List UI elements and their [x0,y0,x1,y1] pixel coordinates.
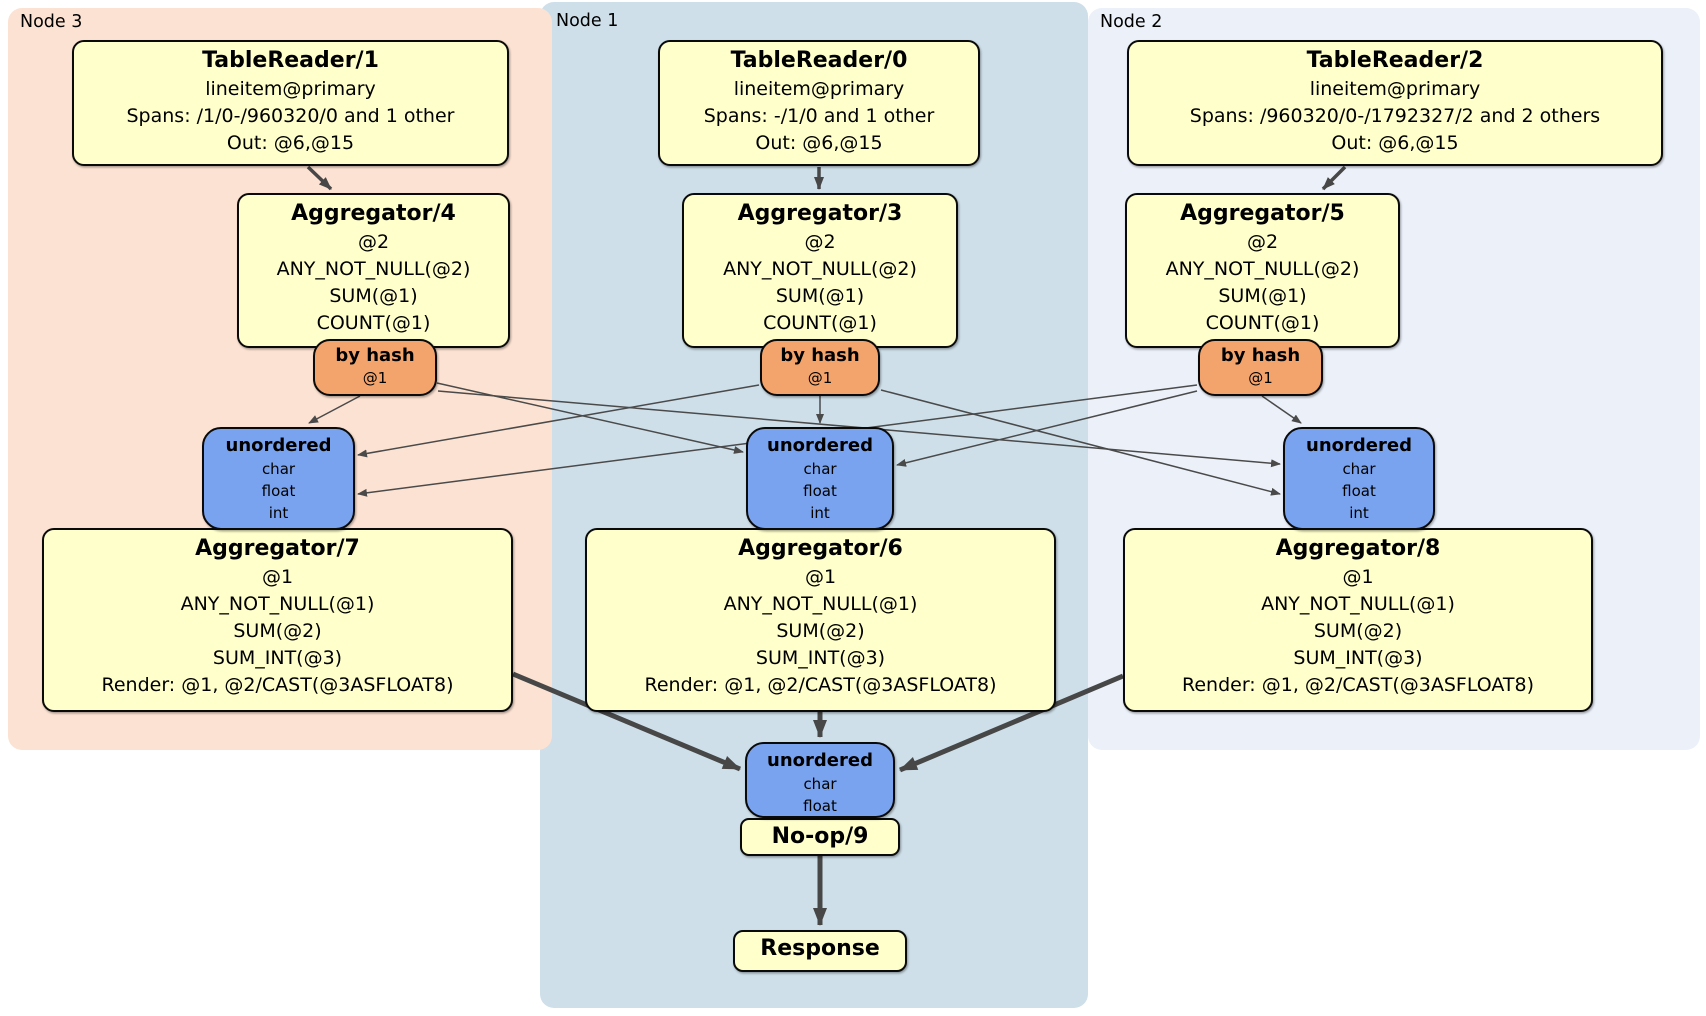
node-line: Render: @1, @2/CAST(@3ASFLOAT8) [101,674,454,696]
aggregator-5-node: Aggregator/5 @2 ANY_NOT_NULL(@2) SUM(@1)… [1125,193,1400,348]
node-title: Response [760,936,880,961]
node-line: Out: @6,@15 [755,132,883,154]
sync-line: int [268,504,289,522]
node-line: @1 [804,566,837,588]
node-title: TableReader/0 [730,48,908,73]
node-line: SUM_INT(@3) [1293,647,1423,669]
sync-line: int [1349,504,1369,522]
tablereader-0-node: TableReader/0 lineitem@primary Spans: -/… [658,40,980,166]
node1-label: Node 1 [556,11,619,31]
node-line: Spans: /960320/0-/1792327/2 and 2 others [1189,105,1601,127]
sync-line: float [803,482,837,500]
node-line: SUM(@1) [775,285,865,307]
response-node: Response [733,930,907,972]
node-line: COUNT(@1) [763,312,877,334]
node-line: SUM(@1) [329,285,418,307]
node-line: Render: @1, @2/CAST(@3ASFLOAT8) [644,674,997,696]
node-line: Spans: -/1/0 and 1 other [703,105,935,127]
sync-line: int [810,504,830,522]
sync-title: unordered [767,750,873,771]
node-title: TableReader/2 [1306,48,1484,73]
node-line: SUM(@2) [233,620,322,642]
node-line: lineitem@primary [205,78,376,100]
node-line: ANY_NOT_NULL(@1) [723,593,918,615]
sync-title: unordered [767,435,873,456]
node-title: Aggregator/8 [1275,536,1441,561]
router-title: by hash [335,345,415,366]
node-line: SUM_INT(@3) [755,647,886,669]
node-line: SUM(@1) [1218,285,1307,307]
hash-router-right: by hash @1 [1198,339,1323,396]
node-line: COUNT(@1) [316,312,431,334]
node-line: @1 [1342,566,1374,588]
unordered-sync-final: unordered char float [745,742,895,818]
node-title: No-op/9 [771,824,869,849]
noop-9-node: No-op/9 [740,818,900,856]
node-line: Render: @1, @2/CAST(@3ASFLOAT8) [1182,674,1534,696]
router-line: @1 [362,369,388,387]
router-line: @1 [807,369,833,387]
node-title: Aggregator/6 [738,536,903,561]
unordered-sync-right: unordered char float int [1283,427,1435,530]
node-title: Aggregator/3 [737,201,903,226]
node-line: SUM(@2) [776,620,865,642]
router-title: by hash [780,345,860,366]
node-line: Out: @6,@15 [226,132,355,154]
router-title: by hash [1220,345,1301,366]
node-line: lineitem@primary [733,78,905,100]
node-line: SUM_INT(@3) [212,647,343,669]
aggregator-3-node: Aggregator/3 @2 ANY_NOT_NULL(@2) SUM(@1)… [682,193,958,348]
hash-router-left: by hash @1 [313,339,437,396]
aggregator-8-node: Aggregator/8 @1 ANY_NOT_NULL(@1) SUM(@2)… [1123,528,1593,712]
sync-line: float [1342,482,1376,500]
sync-line: char [803,460,837,478]
node-title: Aggregator/7 [195,536,360,561]
node2-label: Node 2 [1100,12,1163,32]
node-line: @1 [261,566,294,588]
sync-line: char [261,460,296,478]
node-title: TableReader/1 [202,48,379,73]
aggregator-6-node: Aggregator/6 @1 ANY_NOT_NULL(@1) SUM(@2)… [585,528,1056,712]
sync-line: float [803,797,837,815]
node-title: Aggregator/4 [291,201,456,226]
aggregator-4-node: Aggregator/4 @2 ANY_NOT_NULL(@2) SUM(@1)… [237,193,510,348]
tablereader-to-aggregator-edges [306,165,1347,191]
node-line: ANY_NOT_NULL(@2) [276,258,471,280]
node-line: ANY_NOT_NULL(@2) [723,258,917,280]
node-line: ANY_NOT_NULL(@1) [1261,593,1455,615]
unordered-sync-middle: unordered char float int [746,427,894,530]
sync-line: char [1342,460,1376,478]
node-line: ANY_NOT_NULL(@2) [1165,258,1360,280]
node-line: COUNT(@1) [1205,312,1320,334]
node-line: Spans: /1/0-/960320/0 and 1 other [126,105,455,127]
node-line: SUM(@2) [1313,620,1403,642]
tablereader-1-node: TableReader/1 lineitem@primary Spans: /1… [72,40,509,166]
router-line: @1 [1248,369,1273,387]
node-line: @2 [1246,231,1279,253]
aggregator-7-node: Aggregator/7 @1 ANY_NOT_NULL(@1) SUM(@2)… [42,528,513,712]
node-line: Out: @6,@15 [1331,132,1459,154]
node-title: Aggregator/5 [1180,201,1345,226]
node3-label: Node 3 [20,12,83,32]
tablereader-2-node: TableReader/2 lineitem@primary Spans: /9… [1127,40,1663,166]
sync-title: unordered [225,435,332,456]
hash-router-middle: by hash @1 [760,339,880,396]
node-line: @2 [804,231,836,253]
sync-title: unordered [1306,435,1412,456]
node-line: ANY_NOT_NULL(@1) [180,593,375,615]
unordered-sync-left: unordered char float int [202,427,355,530]
sync-line: float [261,482,296,500]
final-stage-edges [512,671,1124,926]
node-line: @2 [357,231,390,253]
sync-line: char [803,775,837,793]
node-line: lineitem@primary [1309,78,1481,100]
